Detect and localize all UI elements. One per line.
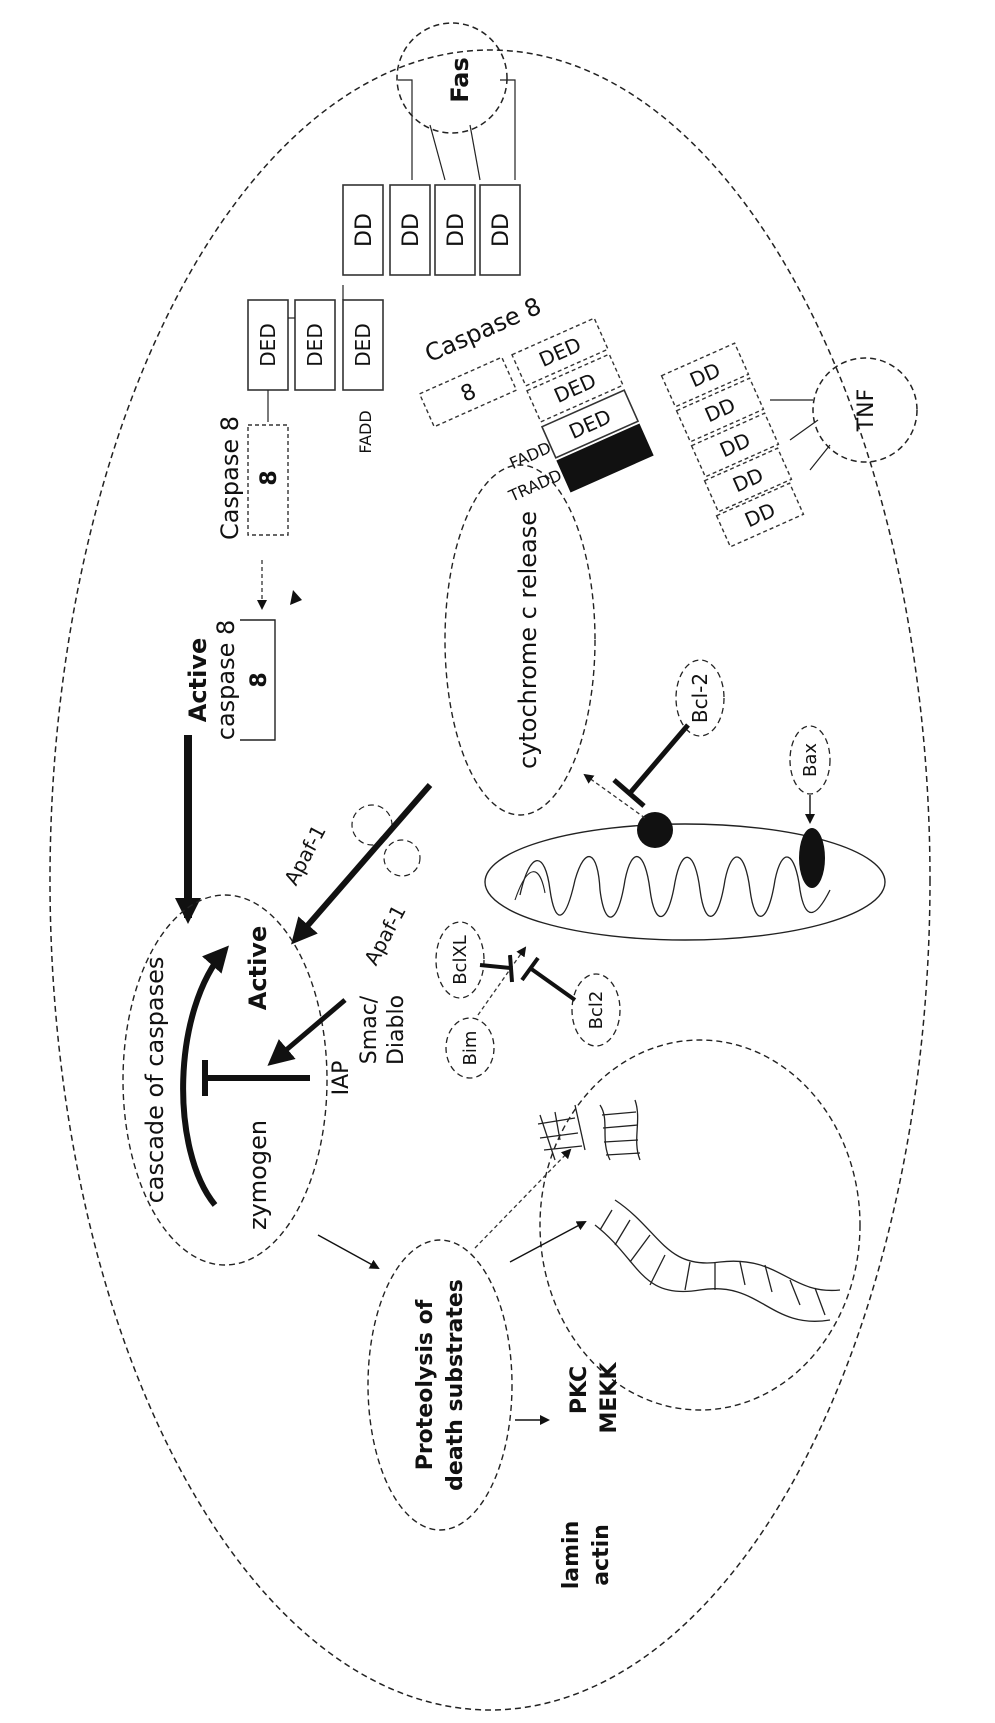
tnf-caspase8-box: 8	[420, 357, 517, 426]
cascade-title: cascade of caspases	[141, 957, 169, 1204]
dna-fragments	[538, 1100, 840, 1321]
substrate-pkc: PKC	[567, 1366, 592, 1414]
proteolysis-line1: Proteolysis of	[413, 1299, 438, 1470]
cascade-zymogen-label: zymogen	[244, 1120, 272, 1230]
bax-label: Bax	[800, 743, 821, 777]
bcl2-top-label: Bcl-2	[688, 673, 712, 723]
fas-caspase8-box: 8	[248, 425, 288, 535]
iap-label: IAP	[329, 1061, 354, 1096]
svg-text:DED: DED	[256, 323, 280, 366]
proteolysis-ellipse	[368, 1240, 512, 1530]
svg-text:8: 8	[247, 672, 272, 687]
apaf1-lower-circle	[384, 840, 420, 876]
svg-text:8: 8	[257, 470, 282, 485]
svg-text:DD: DD	[352, 213, 377, 247]
bclxl-inhibit	[480, 965, 510, 968]
fas-ded-2: DED	[295, 300, 335, 390]
active-caspase-line1: Active	[184, 638, 212, 722]
fas-dd-3: DD	[435, 185, 475, 275]
svg-text:DED: DED	[303, 323, 327, 366]
apaf1-upper-label: Apaf-1	[279, 821, 330, 889]
fas-dd-4: DD	[480, 185, 520, 275]
fas-dd-2: DD	[390, 185, 430, 275]
cytochrome-release-label: cytochrome c release	[514, 511, 542, 769]
arrow-casp8-activate-2	[290, 590, 302, 605]
bcl2-inhibit-line	[630, 725, 688, 793]
mito-pore-dot	[637, 812, 673, 848]
svg-text:DED: DED	[351, 323, 375, 366]
svg-text:DD: DD	[444, 213, 469, 247]
svg-text:DD: DD	[399, 213, 424, 247]
fas-dd-1: DD	[343, 185, 383, 275]
smac-label-1: Smac/	[357, 995, 382, 1064]
mitochondrion	[485, 824, 885, 940]
proteolysis-line2: death substrates	[443, 1279, 468, 1491]
fas-ded-3: DED	[343, 300, 383, 390]
active-caspase-line2: caspase 8	[212, 620, 240, 741]
fas-fadd-label: FADD	[356, 410, 375, 453]
fas-label: Fas	[446, 57, 474, 102]
apaf1-lower-label: Apaf-1	[359, 901, 410, 969]
arrow-cascade-to-proteolysis	[318, 1235, 378, 1268]
nucleus	[540, 1040, 860, 1410]
active-caspase8-box: 8	[240, 620, 275, 740]
arrow-bim-dashed	[478, 948, 525, 1015]
substrate-actin: actin	[589, 1524, 614, 1586]
bim-label: Bim	[460, 1031, 481, 1066]
svg-text:DD: DD	[489, 213, 514, 247]
bclxl-label: BclXL	[450, 935, 471, 985]
tnf-fadd-label: FADD	[507, 438, 554, 473]
fas-caspase8-label: Caspase 8	[216, 416, 244, 540]
smac-label-2: Diablo	[384, 995, 409, 1065]
bcl2-label: Bcl2	[586, 991, 607, 1030]
substrate-lamin: lamin	[559, 1521, 584, 1590]
arrow-proteolysis-to-dna-dashed	[475, 1150, 570, 1248]
cascade-active-label: Active	[244, 926, 272, 1010]
bax-pore	[799, 828, 825, 888]
arrow-cytochrome-to-cascade	[295, 785, 430, 940]
bcl2-inhibit	[530, 968, 575, 1000]
substrate-mekk: MEKK	[597, 1362, 622, 1434]
fas-ded-1: DED	[248, 300, 288, 390]
tnf-label: TNF	[854, 389, 879, 433]
arrow-proteolysis-to-dna	[510, 1222, 585, 1262]
arrow-smac-to-iap	[272, 1000, 345, 1062]
mitochondrial-cristae	[520, 857, 830, 918]
